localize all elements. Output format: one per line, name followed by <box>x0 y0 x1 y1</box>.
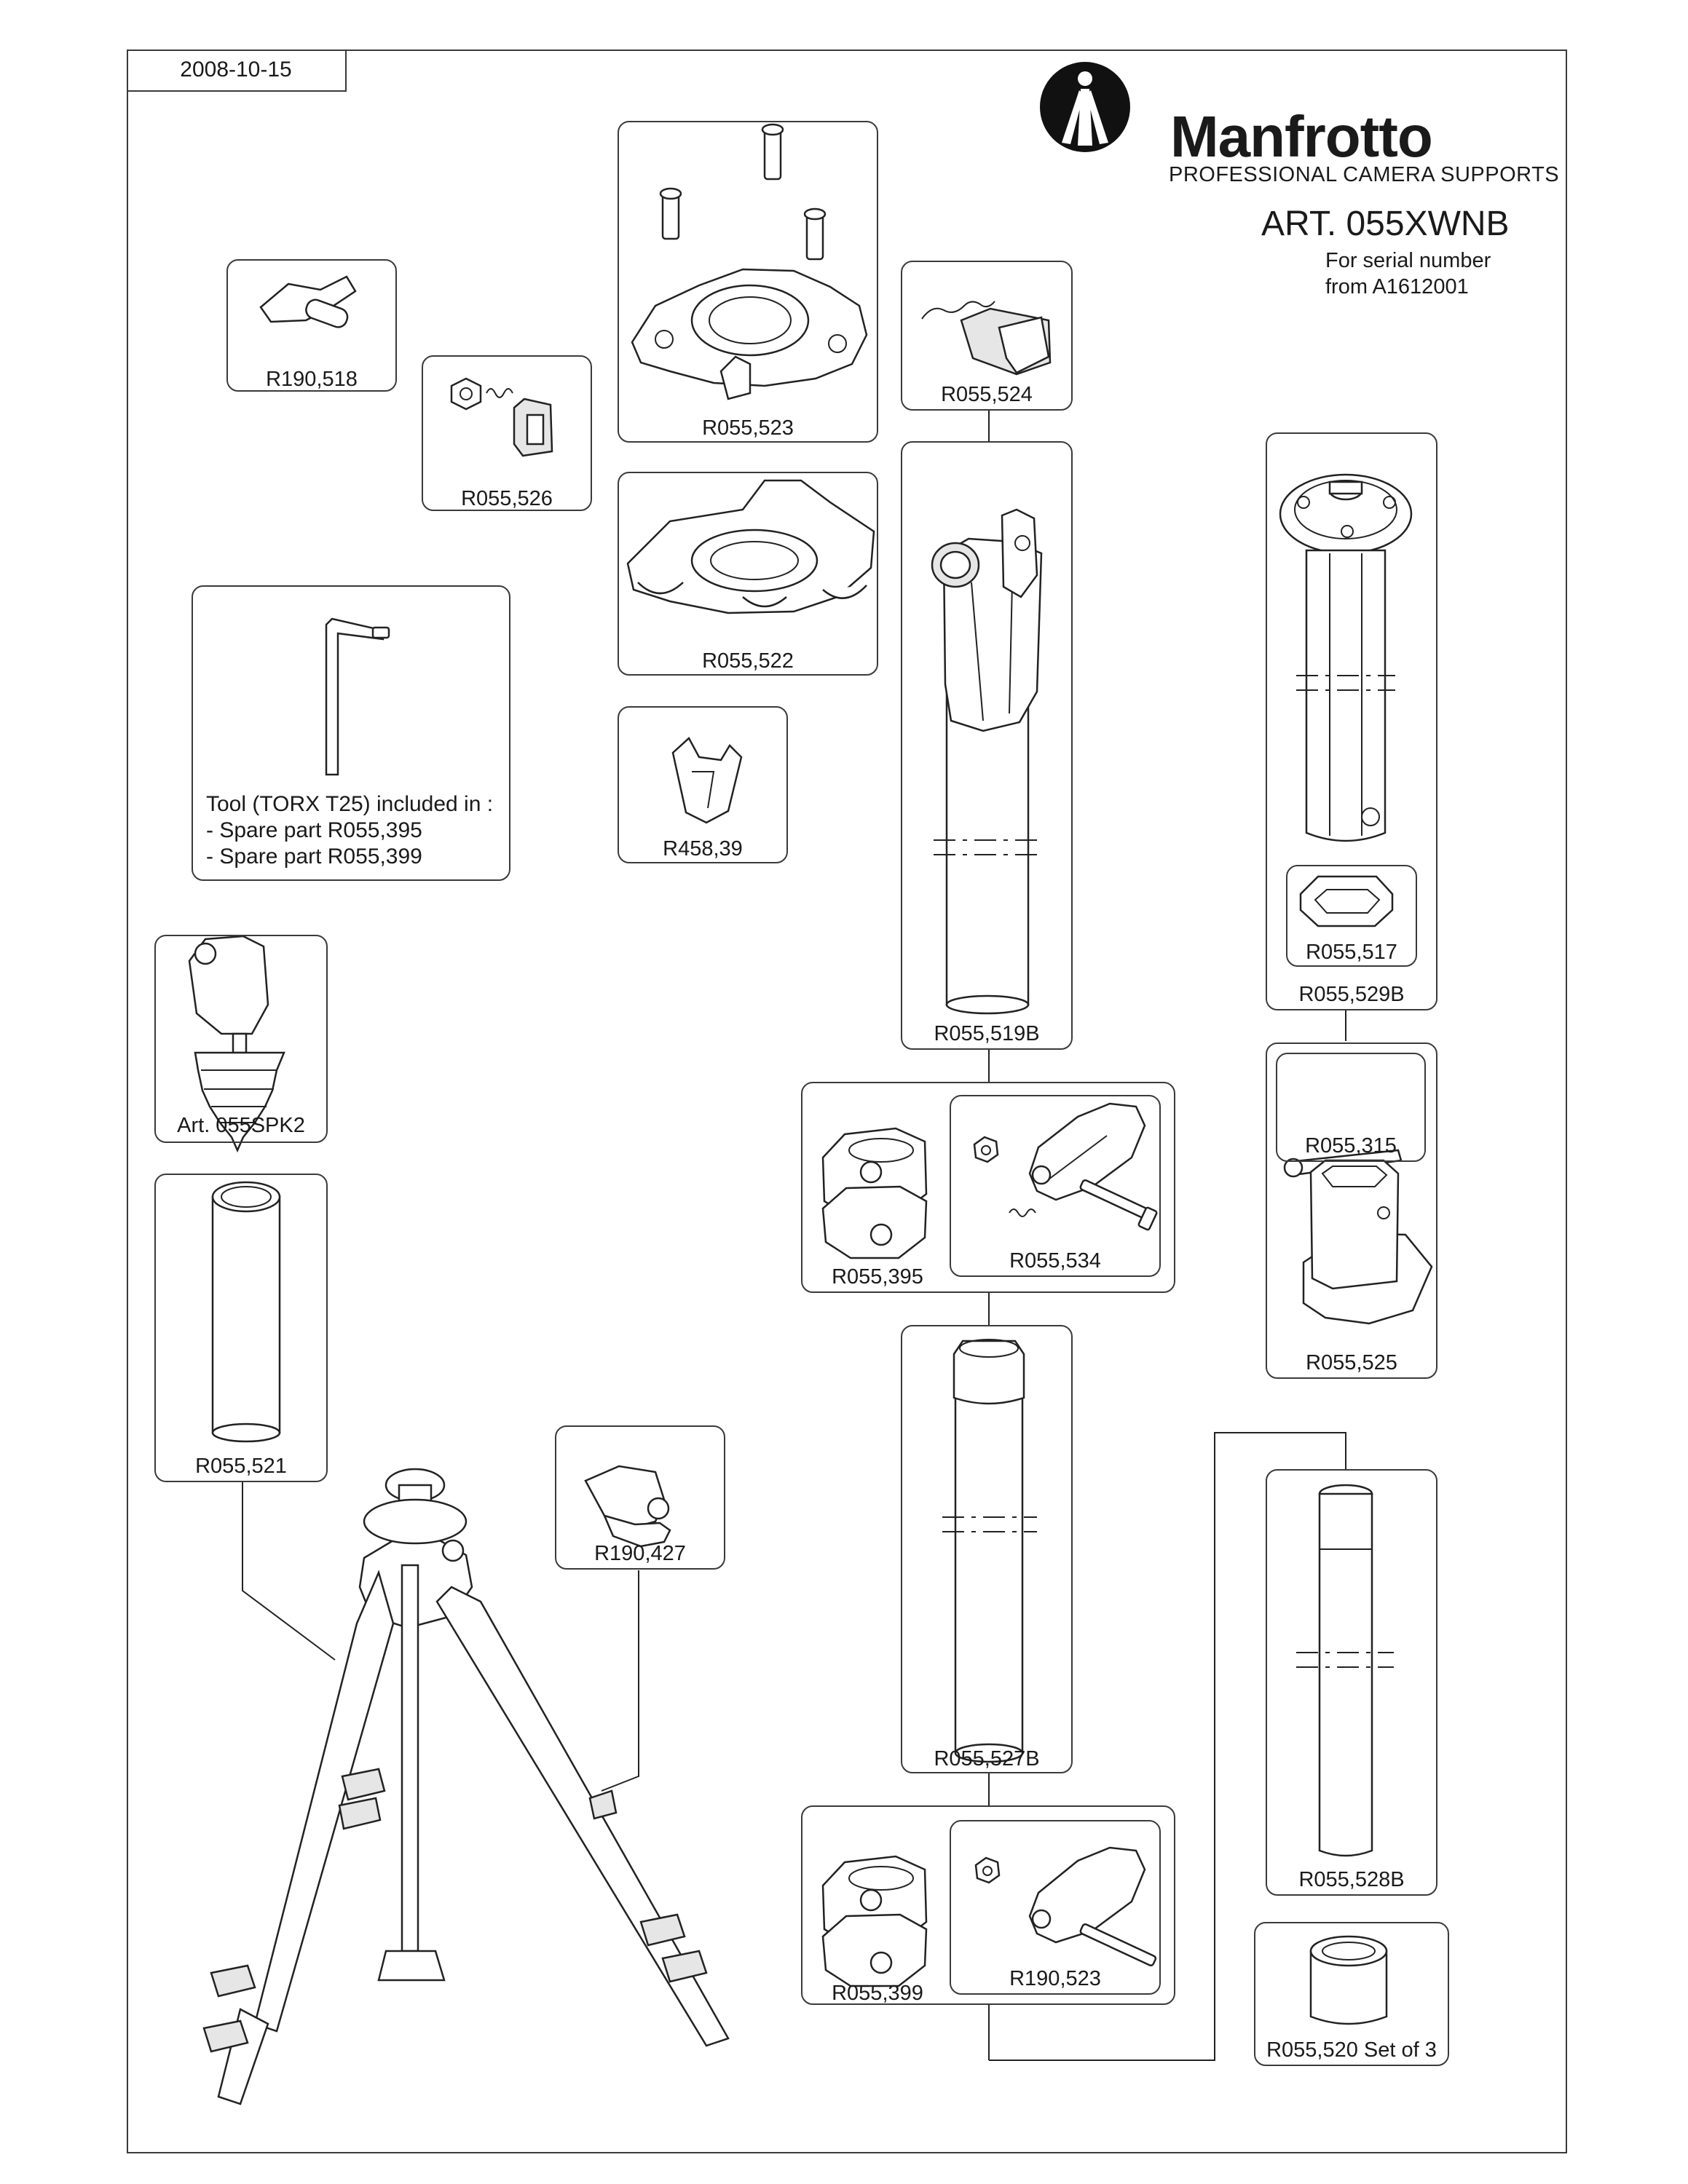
label-r055-523: R055,523 <box>702 416 794 440</box>
article-number: ART. 055XWNB <box>1261 205 1510 243</box>
serial-line-1: For serial number <box>1325 249 1491 272</box>
box-r055-315 <box>1266 1042 1437 1379</box>
r055-517-drawing <box>1299 875 1394 927</box>
serial-line-2: from A1612001 <box>1325 275 1469 298</box>
label-r055-525: R055,525 <box>1306 1351 1397 1374</box>
r055-528b-drawing <box>1296 1484 1394 1857</box>
box-r055-517 <box>1286 865 1417 967</box>
tool-note-line-1: Tool (TORX T25) included in : <box>206 792 494 816</box>
box-r055-399-group <box>801 1805 1175 2005</box>
r055-534-drawing <box>973 1102 1158 1231</box>
label-r055-534: R055,534 <box>1009 1249 1101 1273</box>
r190-427-drawing <box>584 1465 671 1548</box>
label-r055-527b: R055,527B <box>934 1747 1040 1770</box>
box-r055-519b <box>901 441 1073 1050</box>
date-box: 2008-10-15 <box>127 50 347 92</box>
r055-520-drawing <box>1309 1935 1388 2025</box>
label-r055-524: R055,524 <box>941 383 1033 406</box>
label-r458-39: R458,39 <box>663 837 743 860</box>
label-r055-529b: R055,529B <box>1298 983 1405 1006</box>
r190-523-drawing <box>974 1846 1157 1967</box>
brand-tagline: PROFESSIONAL CAMERA SUPPORTS <box>1169 163 1560 186</box>
r055-395-drawing <box>821 1127 928 1259</box>
r190-518-drawing <box>259 275 357 328</box>
label-r190-427: R190,427 <box>594 1542 686 1565</box>
label-r190-523: R190,523 <box>1009 1967 1101 1990</box>
r055-526-drawing <box>450 377 553 457</box>
label-art-055spk2: Art. 055SPK2 <box>177 1114 305 1137</box>
label-r055-526: R055,526 <box>461 487 553 510</box>
tool-note-line-2: - Spare part R055,395 <box>206 818 422 842</box>
r458-39-drawing <box>671 736 743 824</box>
brand-name: Manfrotto <box>1170 104 1433 169</box>
box-r055-315-inner <box>1276 1053 1426 1162</box>
box-tool-note <box>192 585 510 881</box>
connector-lines <box>242 410 1346 2061</box>
label-r055-399: R055,399 <box>832 1982 923 2005</box>
manfrotto-tripod-logo-icon <box>1040 62 1130 152</box>
box-r055-528b <box>1266 1469 1437 1896</box>
r055-525-drawing <box>1302 1159 1433 1325</box>
label-r055-395: R055,395 <box>832 1265 923 1289</box>
r055-527b-drawing <box>942 1339 1037 1763</box>
label-r055-517: R055,517 <box>1306 941 1397 964</box>
box-r055-522 <box>618 472 878 676</box>
drawing-frame <box>127 50 1567 2153</box>
box-r055-521 <box>154 1174 328 1482</box>
r055-524-drawing <box>921 301 1052 376</box>
r055-522-drawing <box>626 479 875 614</box>
box-r055-527b <box>901 1325 1073 1773</box>
box-r055-395-group <box>801 1082 1175 1293</box>
box-r190-427 <box>555 1425 725 1570</box>
box-r055-524 <box>901 261 1073 411</box>
label-r055-315: R055,315 <box>1305 1134 1397 1158</box>
label-r055-521: R055,521 <box>195 1455 287 1478</box>
box-art-055spk2 <box>154 935 328 1143</box>
box-r055-526 <box>422 355 592 511</box>
r055-519b-drawing <box>931 508 1043 1015</box>
r055-529b-drawing <box>1279 473 1413 842</box>
box-r055-534 <box>950 1095 1161 1277</box>
r055-399-drawing <box>821 1855 928 1987</box>
box-r055-523 <box>618 121 878 443</box>
box-r190-518 <box>226 259 397 392</box>
box-r458-39 <box>618 706 788 863</box>
label-r190-518: R190,518 <box>266 368 358 391</box>
label-r055-528b: R055,528B <box>1298 1868 1405 1891</box>
box-r190-523 <box>950 1820 1161 1995</box>
art-055spk2-drawing <box>188 935 285 1153</box>
label-r055-522: R055,522 <box>702 649 794 673</box>
r055-521-drawing <box>211 1181 281 1443</box>
serial-note: For serial number from A1612001 <box>1325 248 1491 300</box>
box-r055-520 <box>1254 1922 1449 2066</box>
assembled-tripod-drawing <box>202 1468 730 2105</box>
r055-523-drawing <box>631 123 868 400</box>
date-text: 2008-10-15 <box>180 58 292 82</box>
label-r055-519b: R055,519B <box>934 1022 1040 1045</box>
label-r055-520: R055,520 Set of 3 <box>1266 2038 1437 2062</box>
tool-note-line-3: - Spare part R055,399 <box>206 844 422 869</box>
box-r055-529b <box>1266 432 1437 1010</box>
tool-note: Tool (TORX T25) included in : - Spare pa… <box>206 791 493 870</box>
